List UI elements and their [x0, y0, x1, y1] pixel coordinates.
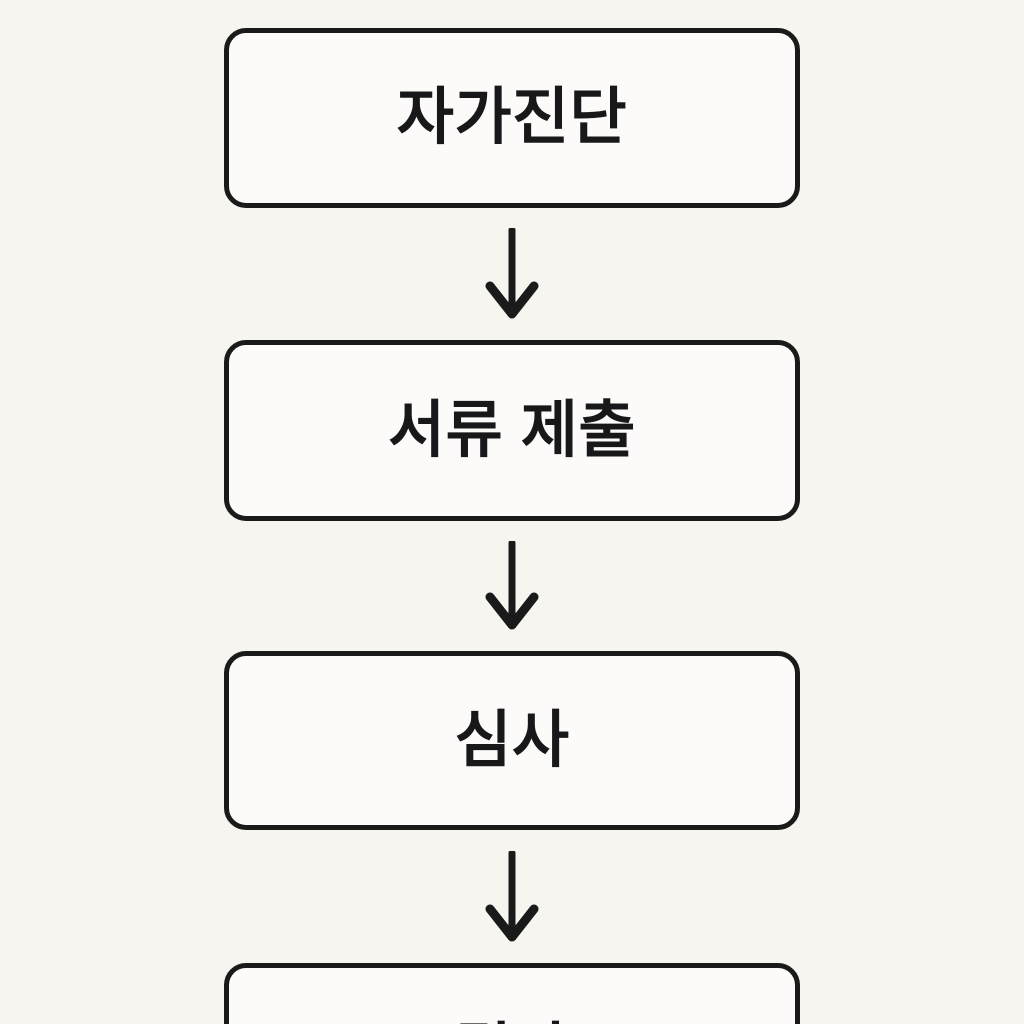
down-arrow-icon — [478, 851, 546, 943]
flow-node-label: 결과 — [454, 1022, 569, 1024]
flow-node-step-3[interactable]: 심사 — [224, 651, 800, 830]
flow-node-label: 서류 제출 — [388, 395, 636, 465]
down-arrow-icon — [478, 228, 546, 320]
flow-node-step-2[interactable]: 서류 제출 — [224, 340, 800, 521]
flow-node-step-4[interactable]: 결과 — [224, 963, 800, 1024]
flow-node-step-1[interactable]: 자가진단 — [224, 28, 800, 208]
flow-node-label: 자가진단 — [396, 83, 628, 152]
down-arrow-icon — [478, 541, 546, 631]
flow-node-label: 심사 — [454, 705, 570, 775]
